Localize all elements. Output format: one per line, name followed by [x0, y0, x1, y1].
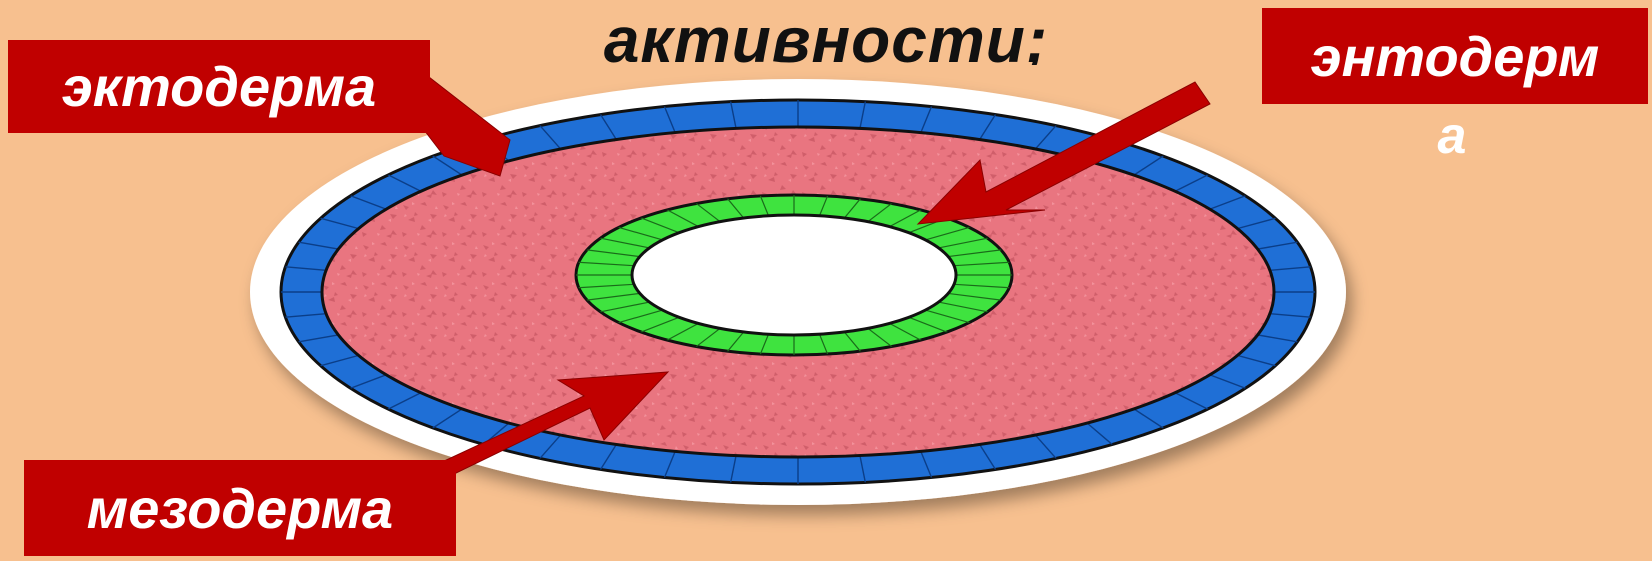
endoderm-label-tail: а: [1402, 110, 1502, 162]
mesoderm-label: мезодерма: [24, 460, 456, 556]
ectoderm-label: эктодерма: [8, 40, 430, 133]
endoderm-label: энтодерм: [1262, 8, 1648, 104]
cavity: [632, 215, 956, 335]
